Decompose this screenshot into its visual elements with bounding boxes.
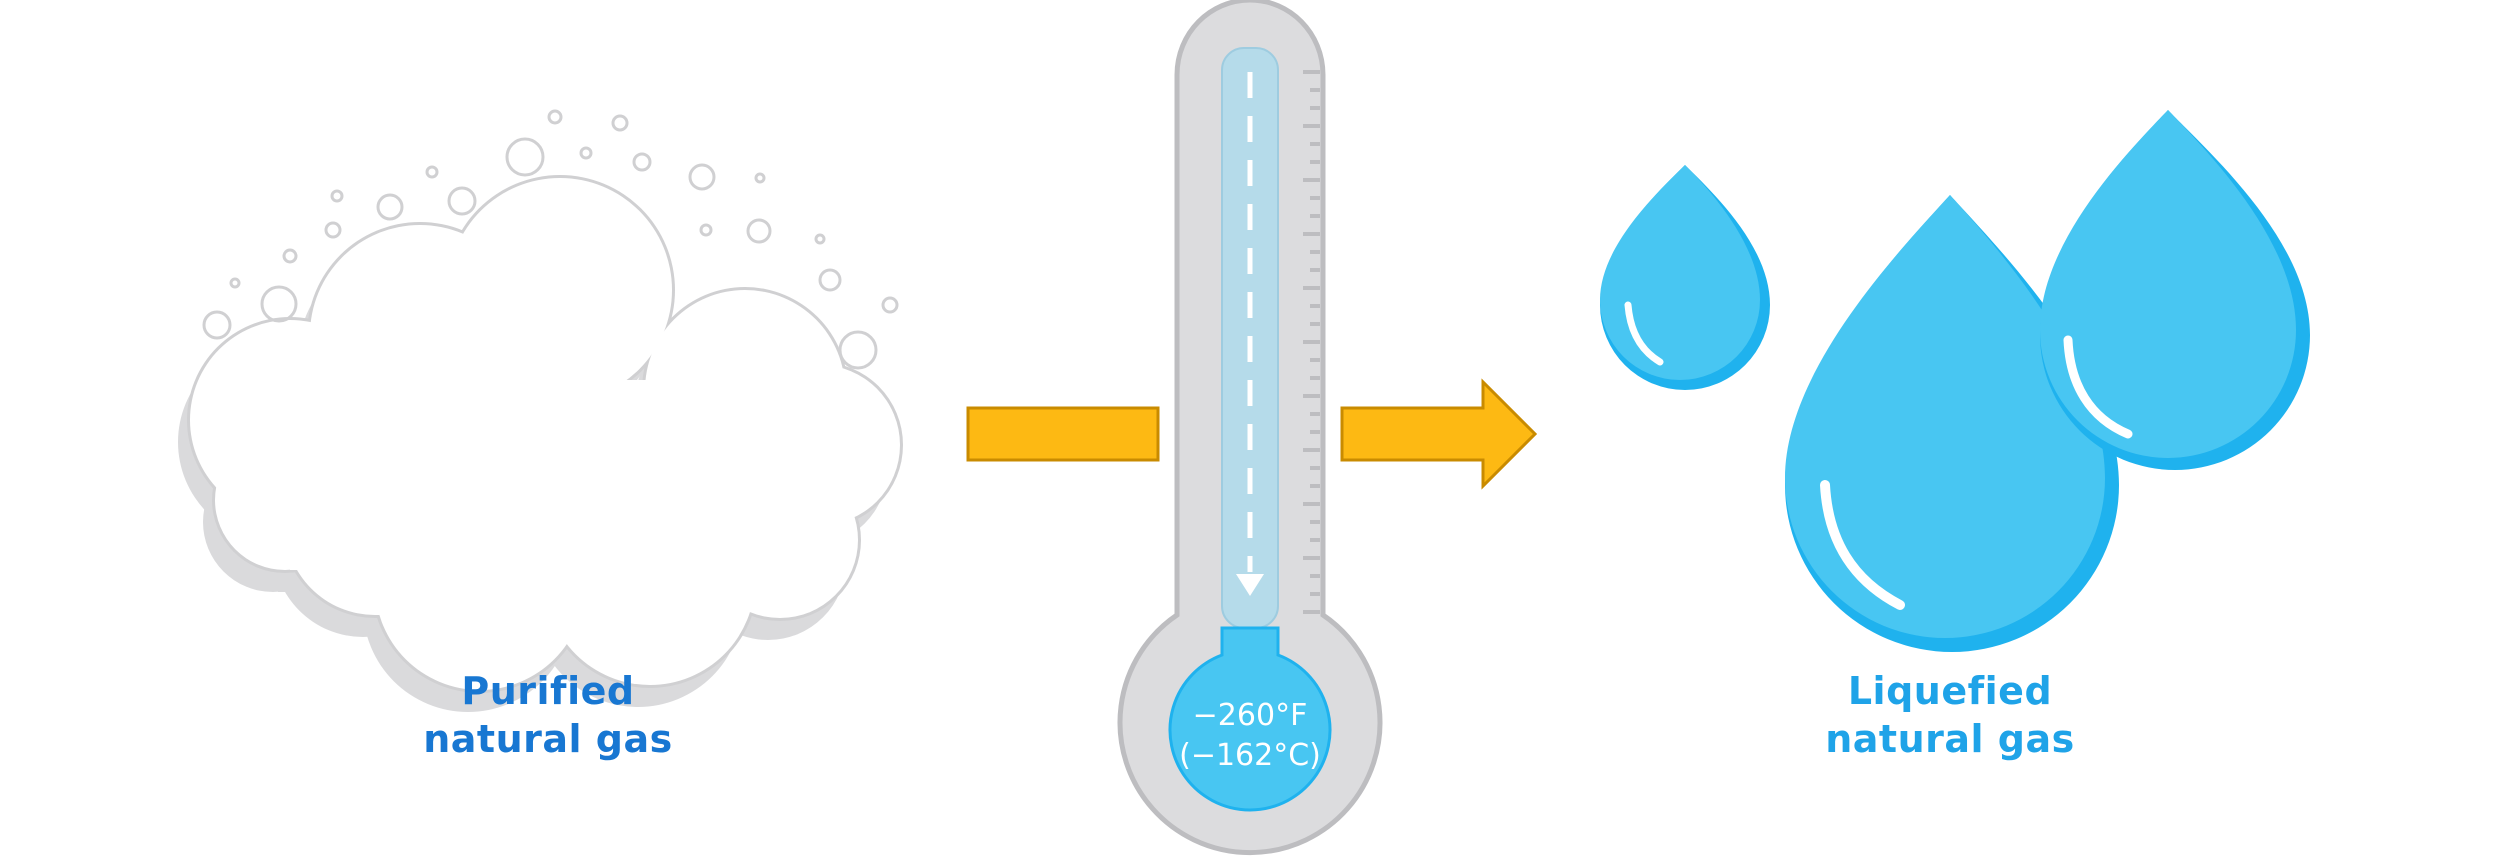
cloud-icon <box>178 175 903 712</box>
thermometer-icon <box>1117 0 1383 856</box>
output-label-line2: natural gas <box>1825 717 2075 761</box>
water-drops-icon <box>1600 110 2310 652</box>
temperature-celsius: (−162°C) <box>1179 738 1321 773</box>
input-label: Purified natural gas <box>348 667 748 763</box>
thermometer-scale <box>1303 70 1320 614</box>
large-drop-icon <box>1785 195 2119 652</box>
output-arrow-icon <box>1340 378 1538 490</box>
output-label-line1: Liquefied <box>1847 669 2053 713</box>
input-label-line2: natural gas <box>423 717 673 761</box>
small-drop-icon <box>1600 165 1770 390</box>
output-label: Liquefied natural gas <box>1750 667 2150 763</box>
input-label-line1: Purified <box>461 669 635 713</box>
bubbles-icon <box>202 109 899 370</box>
temperature-fahrenheit: −260°F <box>1192 698 1308 733</box>
right-drop-icon <box>2040 110 2310 470</box>
input-arrow-icon <box>966 406 1160 462</box>
